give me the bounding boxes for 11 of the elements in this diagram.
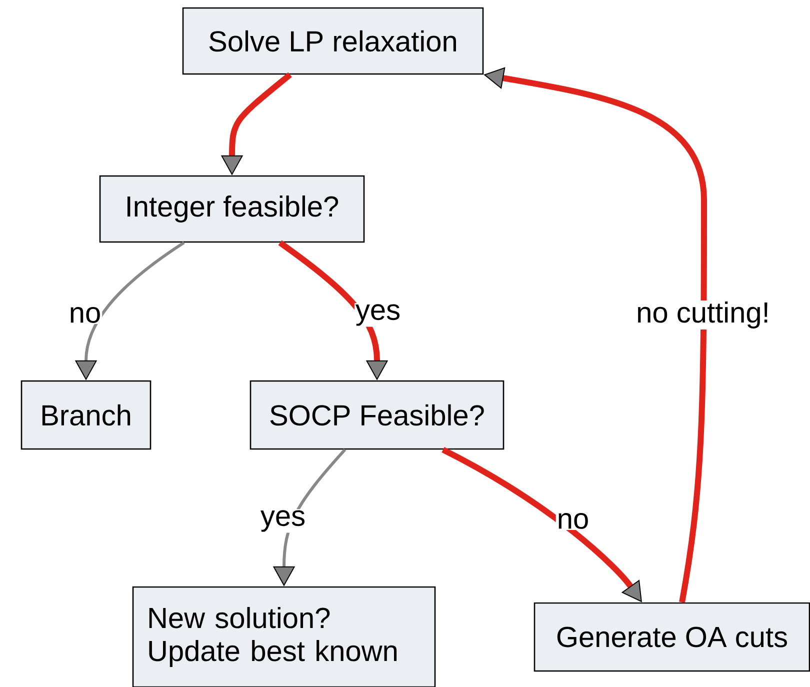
process-box: Integer feasible?: [99, 175, 365, 243]
edge-label: no cutting!: [635, 300, 771, 330]
edge-label: no: [68, 306, 102, 324]
process-box: Branch: [20, 380, 152, 450]
process-box: New solution? Update best known: [132, 586, 436, 687]
process-box: Solve LP relaxation: [182, 7, 484, 75]
edge-label: no: [556, 512, 590, 530]
process-box: SOCP Feasible?: [250, 380, 504, 450]
process-box: Generate OA cuts: [534, 602, 810, 672]
edge-label: yes: [354, 303, 402, 327]
edge-label: yes: [259, 509, 307, 533]
